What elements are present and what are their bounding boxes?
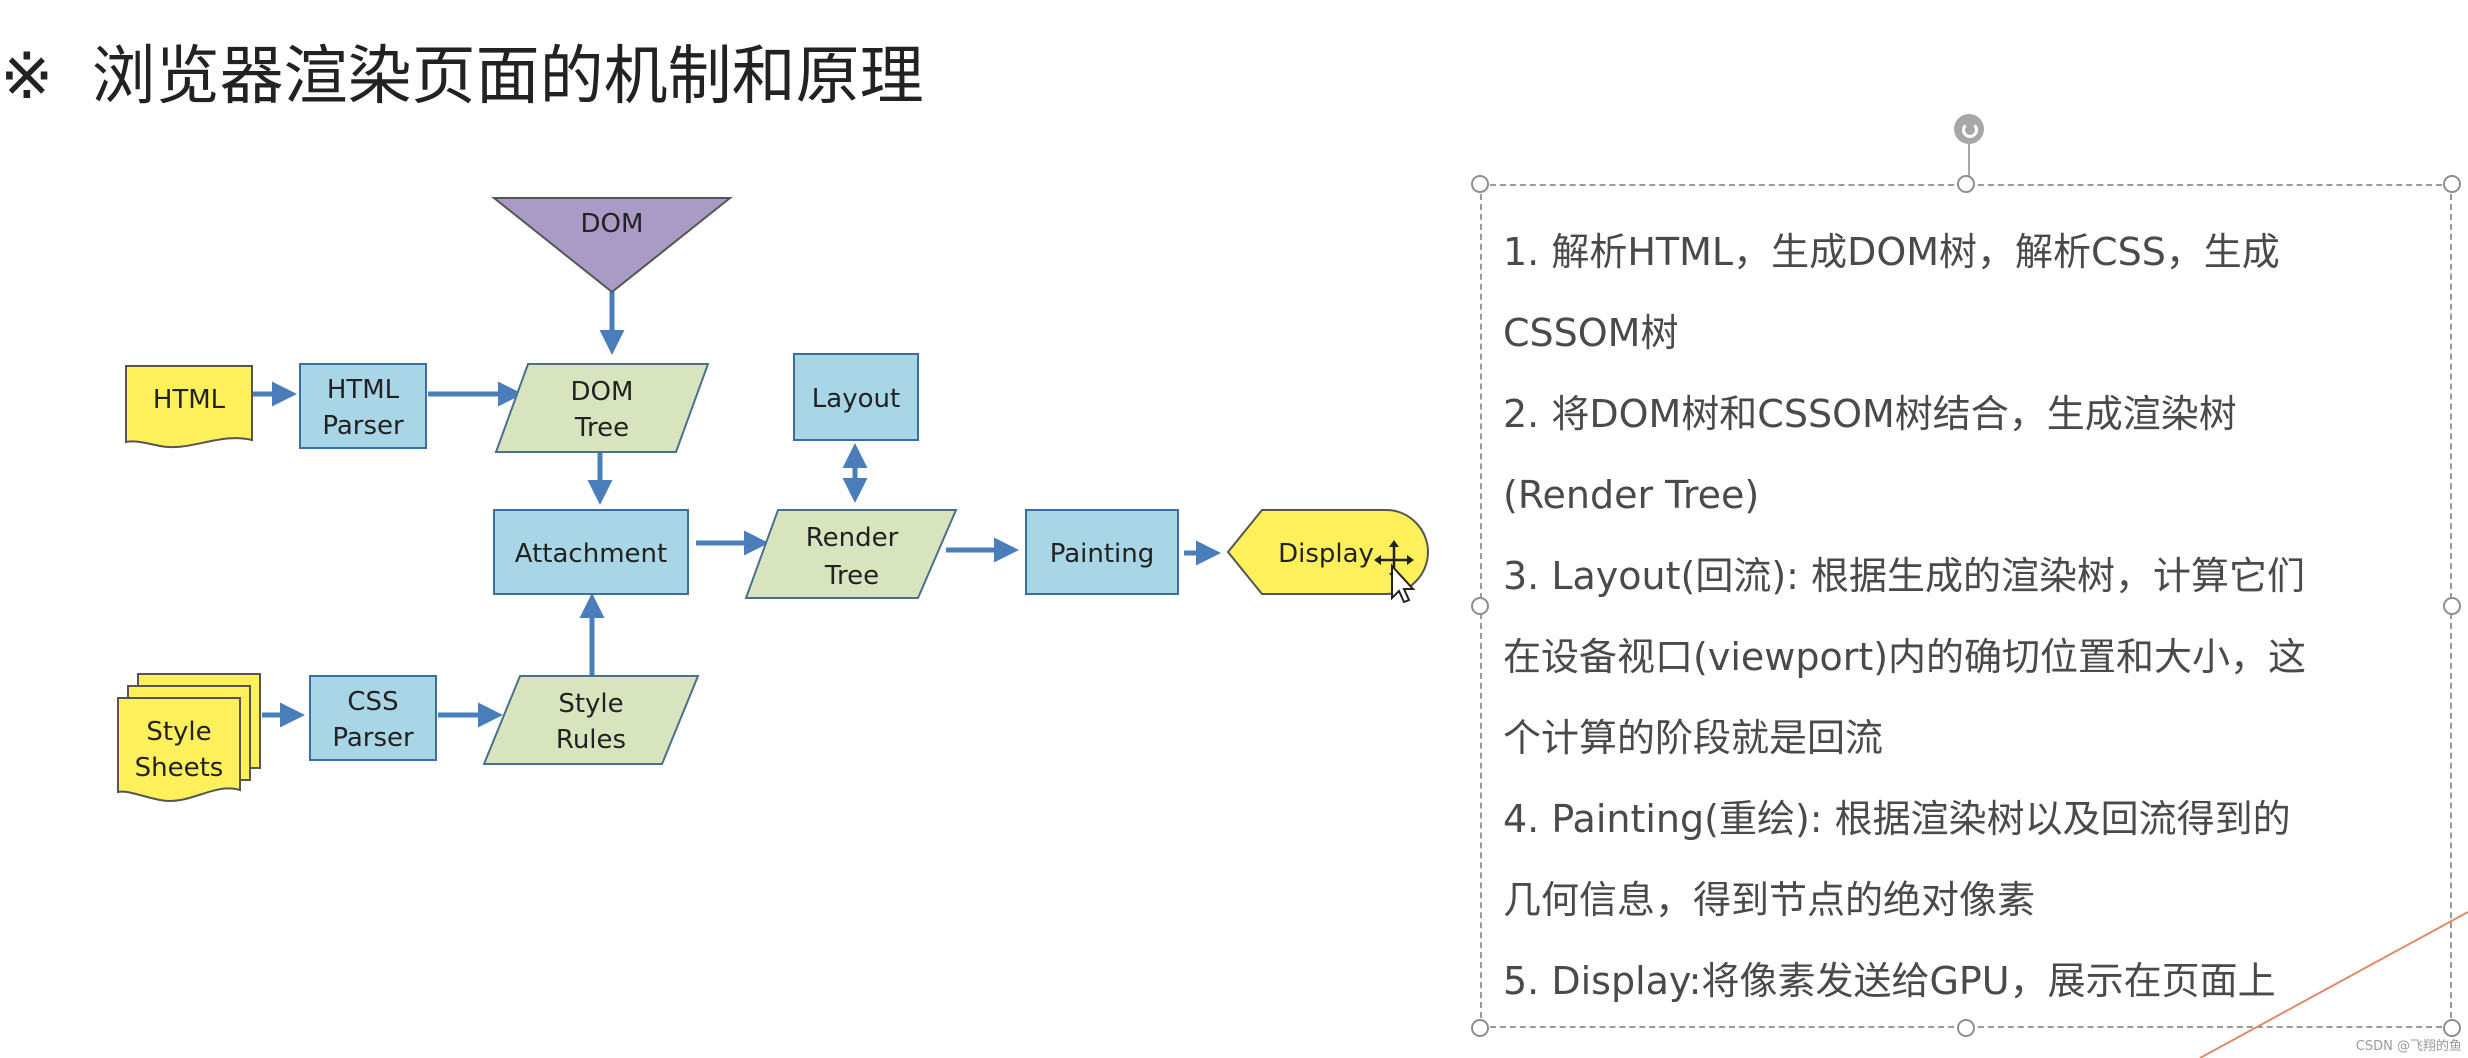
note-line: 几何信息，得到节点的绝对像素 xyxy=(1503,878,2036,922)
resize-handle-top-left[interactable] xyxy=(1471,175,1489,193)
note-line: 4. Painting(重绘): 根据渲染树以及回流得到的 xyxy=(1503,797,2291,841)
move-cursor-icon xyxy=(1374,540,1416,604)
render-tree-label-line2: Tree xyxy=(824,561,879,591)
attachment-node: Attachment xyxy=(493,509,689,595)
style-sheets-label-line1: Style xyxy=(146,717,211,747)
painting-node: Painting xyxy=(1025,509,1179,595)
display-node: Display xyxy=(1226,509,1430,595)
note-line: CSSOM树 xyxy=(1503,311,1679,355)
rotate-handle-icon[interactable] xyxy=(1954,114,1984,144)
painting-label: Painting xyxy=(1050,539,1155,569)
html-document-label: HTML xyxy=(153,385,226,415)
style-sheets-node: Style Sheets xyxy=(117,673,261,802)
note-line: 在设备视口(viewport)内的确切位置和大小，这 xyxy=(1503,635,2307,679)
note-line: (Render Tree) xyxy=(1503,473,1760,517)
rendering-pipeline-diagram: DOM HTML HTML Parser DOM Tree Layout Att… xyxy=(117,197,1430,802)
layout-node: Layout xyxy=(793,353,919,441)
dom-tree-label-line2: Tree xyxy=(574,413,629,443)
layout-label: Layout xyxy=(812,384,900,414)
dom-tree-label-line1: DOM xyxy=(571,377,634,407)
note-line: 个计算的阶段就是回流 xyxy=(1503,716,1884,760)
render-tree-label-line1: Render xyxy=(806,523,899,553)
resize-handle-top-center[interactable] xyxy=(1957,175,1975,193)
watermark: CSDN @飞翔的鱼 xyxy=(2355,1039,2462,1054)
page-title-text: 浏览器渲染页面的机制和原理 xyxy=(91,40,924,114)
display-label: Display xyxy=(1278,539,1374,569)
page-title: ※浏览器渲染页面的机制和原理 xyxy=(0,45,924,109)
html-parser-node: HTML Parser xyxy=(299,363,427,449)
css-parser-label-line2: Parser xyxy=(332,723,414,753)
note-line: 3. Layout(回流): 根据生成的渲染树，计算它们 xyxy=(1503,554,2306,598)
render-tree-node: Render Tree xyxy=(744,509,958,599)
attachment-label: Attachment xyxy=(515,539,667,569)
resize-handle-middle-right[interactable] xyxy=(2443,597,2461,615)
css-parser-node: CSS Parser xyxy=(309,675,437,761)
html-parser-label-line1: HTML xyxy=(327,375,400,405)
rotate-handle-stem xyxy=(1968,144,1970,184)
resize-handle-bottom-center[interactable] xyxy=(1957,1019,1975,1037)
resize-handle-bottom-left[interactable] xyxy=(1471,1019,1489,1037)
css-parser-label-line1: CSS xyxy=(347,687,398,717)
style-rules-node: Style Rules xyxy=(482,675,700,765)
reference-mark: ※ xyxy=(0,40,54,114)
note-line: 2. 将DOM树和CSSOM树结合，生成渲染树 xyxy=(1503,392,2237,436)
rendering-steps-text: 1. 解析HTML，生成DOM树，解析CSS，生成 CSSOM树 2. 将DOM… xyxy=(1503,212,2443,1022)
style-rules-label-line2: Rules xyxy=(556,725,626,755)
dom-tree-node: DOM Tree xyxy=(494,363,710,453)
resize-handle-top-right[interactable] xyxy=(2443,175,2461,193)
html-document-node: HTML xyxy=(125,365,253,449)
note-line: 1. 解析HTML，生成DOM树，解析CSS，生成 xyxy=(1503,230,2280,274)
resize-handle-middle-left[interactable] xyxy=(1471,597,1489,615)
style-rules-label-line1: Style xyxy=(558,689,623,719)
html-parser-label-line2: Parser xyxy=(322,411,404,441)
dom-node: DOM xyxy=(491,197,733,294)
style-sheets-label-line2: Sheets xyxy=(135,753,224,783)
dom-label: DOM xyxy=(581,209,644,239)
note-line: 5. Display:将像素发送给GPU，展示在页面上 xyxy=(1503,959,2276,1003)
